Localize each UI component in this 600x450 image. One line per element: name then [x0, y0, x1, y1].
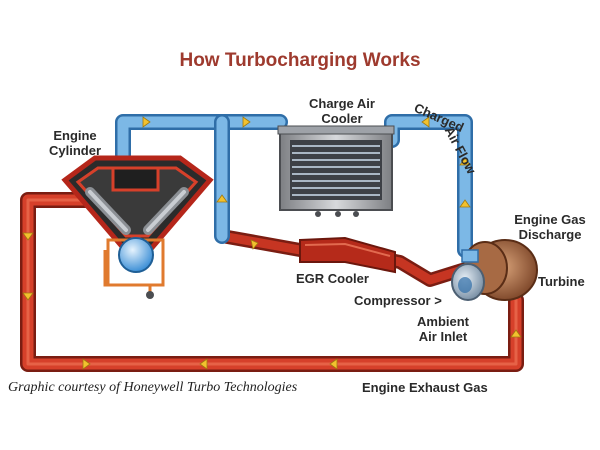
label-engine-gas-discharge-line1: Engine Gas — [514, 212, 586, 227]
label-egr-cooler: EGR Cooler — [296, 271, 369, 286]
turbocharger — [451, 239, 538, 301]
label-ambient-air-inlet: Ambient Air Inlet — [410, 314, 476, 344]
label-engine-gas-discharge-line2: Discharge — [518, 227, 582, 242]
label-ambient-air-inlet-line1: Ambient — [417, 314, 469, 329]
label-charge-air-cooler: Charge Air Cooler — [292, 96, 392, 126]
label-compressor: Compressor > — [354, 293, 442, 308]
credit-text: Graphic courtesy of Honeywell Turbo Tech… — [8, 380, 298, 395]
egr-cooler — [299, 236, 396, 274]
label-ambient-air-inlet-line2: Air Inlet — [418, 329, 468, 344]
charge-air-cooler — [277, 125, 395, 217]
flow-arrows — [22, 116, 522, 370]
label-engine-cylinder-line1: Engine — [53, 128, 97, 143]
label-engine-exhaust-gas: Engine Exhaust Gas — [362, 380, 488, 395]
label-engine-cylinder: Engine Cylinder — [30, 128, 120, 158]
label-turbine: Turbine — [538, 274, 585, 289]
label-charge-air-cooler-line1: Charge Air — [309, 96, 375, 111]
exhaust-pipe — [20, 192, 524, 372]
engine-cylinder — [61, 155, 214, 299]
label-charge-air-cooler-line2: Cooler — [321, 111, 363, 126]
label-engine-gas-discharge: Engine Gas Discharge — [510, 212, 590, 242]
label-engine-cylinder-line2: Cylinder — [48, 143, 101, 158]
diagram-title: How Turbocharging Works — [179, 50, 421, 71]
